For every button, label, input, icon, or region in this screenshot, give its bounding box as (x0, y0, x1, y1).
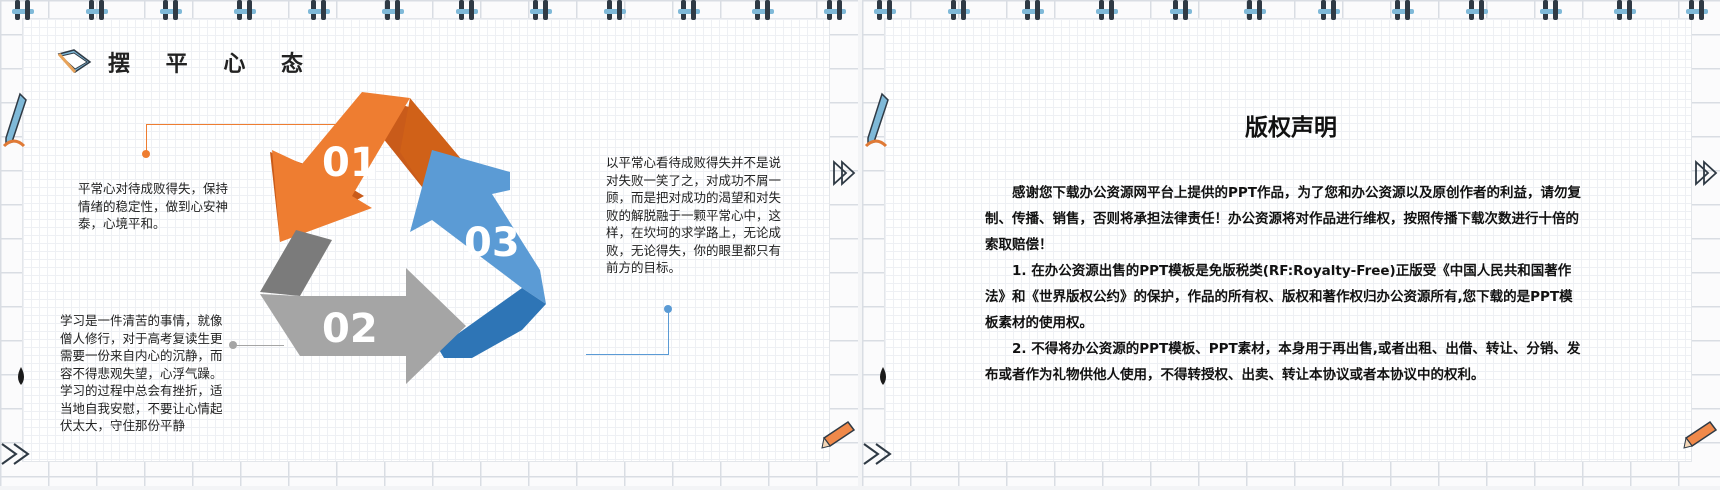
arrow-doodle-icon (1, 443, 30, 465)
book-icon (57, 49, 92, 73)
binder-ring (1094, 0, 1120, 22)
connector-line (586, 354, 669, 355)
binder-ring (380, 0, 406, 22)
binder-ring (1684, 0, 1710, 22)
binder-ring (10, 0, 36, 22)
binder-ring (158, 0, 184, 22)
binder-ring (306, 0, 332, 22)
binder-rings (0, 0, 858, 26)
binder-ring (602, 0, 628, 22)
slide-right (862, 0, 1720, 486)
arrow-03-fold (438, 288, 546, 358)
binder-ring (1464, 0, 1490, 22)
notebook-page (22, 18, 830, 462)
binder-ring (84, 0, 110, 22)
copyright-title: 版权声明 (1245, 115, 1337, 141)
ink-drop-icon (18, 367, 24, 385)
text-block-01: 平常心对待成败得失，保持情绪的稳定性，做到心安神泰，心境平和。 (78, 181, 229, 231)
copyright-paragraph: 感谢您下载办公资源网平台上提供的PPT作品，为了您和办公资源以及原创作者的利益，… (985, 185, 1581, 253)
binder-ring (454, 0, 480, 22)
pencil-doodle-icon (1683, 420, 1718, 449)
binder-ring (676, 0, 702, 22)
arrow-doodle-icon (1695, 159, 1718, 187)
binder-ring (750, 0, 776, 22)
copyright-paragraph: 1. 在办公资源出售的PPT模板是免版税类(RF:Royalty-Free)正版… (985, 263, 1573, 331)
copyright-body: 感谢您下载办公资源网平台上提供的PPT作品，为了您和办公资源以及原创作者的利益，… (985, 180, 1585, 388)
arrow-02 (260, 268, 466, 384)
pencil-doodle-icon (864, 92, 889, 148)
arrow-02-fold (260, 230, 332, 296)
connector-line (146, 124, 370, 125)
arrow-doodle-icon (863, 443, 892, 465)
connector-line (146, 124, 147, 152)
binder-ring (822, 0, 848, 22)
connector-dot (142, 150, 150, 158)
pencil-doodle-icon (2, 92, 27, 148)
arrow-02-label: 02 (322, 306, 378, 352)
copyright-paragraph: 2. 不得将办公资源的PPT模板、PPT素材，本身用于再出售,或者出租、出借、转… (985, 341, 1581, 383)
binder-ring (528, 0, 554, 22)
binder-ring (1020, 0, 1046, 22)
binder-ring (1168, 0, 1194, 22)
connector-dot (664, 305, 672, 313)
notebook-page (884, 18, 1692, 462)
slide-title: 摆 平 心 态 (108, 52, 317, 77)
binder-ring (1316, 0, 1342, 22)
cycle-diagram: 01 02 03 (260, 92, 546, 384)
binder-ring (946, 0, 972, 22)
arrow-03-label: 03 (464, 220, 520, 266)
text-block-02: 学习是一件清苦的事情，就像僧人修行，对于高考复读生更需要一份来自内心的沉静，而容… (60, 313, 223, 433)
arrow-01-label: 01 (322, 140, 378, 186)
binder-ring (1538, 0, 1564, 22)
text-block-03: 以平常心看待成败得失并不是说对失败一笑了之，对成功不屑一顾，而是把对成功的渴望和… (606, 155, 782, 275)
connector-line (668, 312, 669, 354)
binder-ring (1390, 0, 1416, 22)
arrow-03 (410, 150, 546, 304)
connector-dot (229, 341, 237, 349)
binder-ring (232, 0, 258, 22)
ink-drop-icon (880, 367, 886, 385)
binder-ring (1612, 0, 1638, 22)
binder-ring (872, 0, 898, 22)
arrow-doodle-icon (833, 159, 856, 187)
connector-line (236, 345, 284, 346)
arrow-01 (272, 92, 410, 242)
slide-left: 摆 平 心 态 01 02 03 平常心对待成败得失，保持情绪的稳定性，做到心安… (0, 0, 858, 486)
binder-ring (1242, 0, 1268, 22)
binder-rings (862, 0, 1720, 26)
pencil-doodle-icon (821, 420, 856, 449)
